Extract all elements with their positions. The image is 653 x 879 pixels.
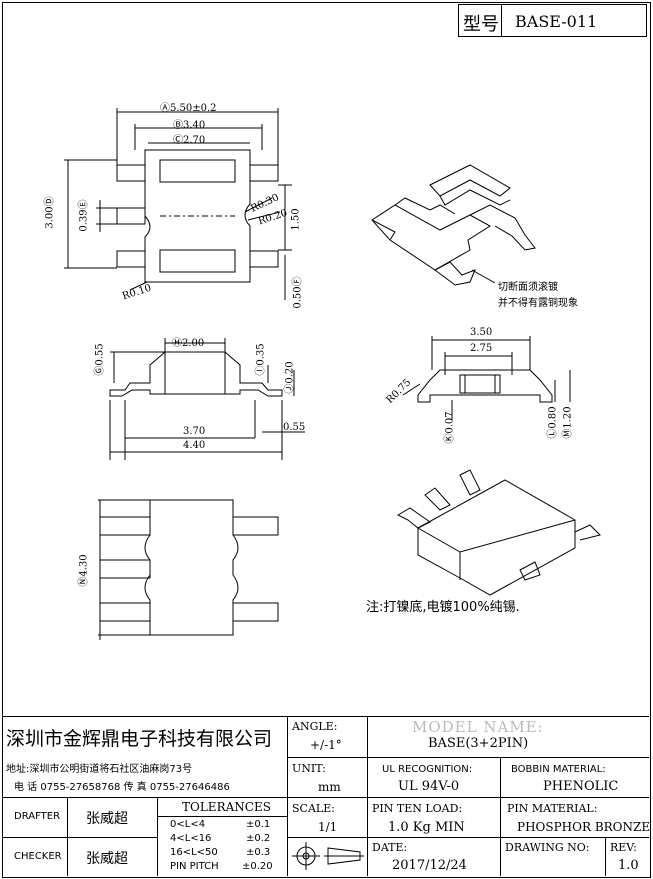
tol-value-2: ±0.3 <box>246 847 271 858</box>
ul-cell: UL RECOGNITION: UL 94V-0 <box>368 758 501 798</box>
ul-label: UL RECOGNITION: <box>382 764 473 775</box>
iso-note-line2: 并不得有露铜现象 <box>498 298 578 309</box>
bobbin-label: BOBBIN MATERIAL: <box>511 764 606 775</box>
dim-l: Ⓛ0.80 <box>547 406 559 439</box>
checker-label: CHECKER <box>14 851 62 862</box>
checker-name: 张威超 <box>86 851 128 867</box>
pin-material-value: PHOSPHOR BRONZE <box>517 820 651 834</box>
rev-value: 1.0 <box>618 858 639 873</box>
pin-load-cell: PIN TEN LOAD: 1.0 Kg MIN <box>368 798 501 838</box>
model-name-label: MODEL NAME: <box>412 718 544 736</box>
dim-150: 1.50 <box>290 208 302 231</box>
angle-label: ANGLE: <box>292 720 338 733</box>
company-cell: 深圳市金辉鼎电子科技有限公司 地址:深圳市公明街道将石社区油麻岗73号 电 话 … <box>2 716 288 798</box>
pin-top-right-1 <box>249 164 279 182</box>
scale-value: 1/1 <box>318 820 338 834</box>
pin-load-value: 1.0 Kg MIN <box>388 820 465 835</box>
model-number: BASE-011 <box>515 12 598 31</box>
front-view <box>402 336 571 420</box>
dim-h: Ⓗ2.00 <box>172 338 205 349</box>
model-name-value: BASE(3+2PIN) <box>428 736 529 751</box>
unit-label: UNIT: <box>292 762 326 775</box>
tolerances-label: TOLERANCES <box>182 800 271 814</box>
dim-i: Ⓘ0.35 <box>255 343 267 376</box>
dim-055: 0.55 <box>283 422 306 433</box>
rev-cell: REV: 1.0 <box>606 838 649 876</box>
type-label: 型号 <box>463 14 499 35</box>
drawing-no-label: DRAWING NO: <box>505 841 590 854</box>
dim-j: Ⓙ0.20 <box>284 361 296 394</box>
drafter-label: DRAFTER <box>14 811 61 822</box>
model-header-box: 型号 BASE-011 <box>458 4 647 37</box>
projection-cell <box>288 838 368 876</box>
iso-view-lower <box>396 469 601 596</box>
bottom-view <box>98 499 279 640</box>
tolerances-cell: TOLERANCES 0<L<4 ±0.1 4<L<16 ±0.2 16<L<5… <box>158 798 288 876</box>
date-label: DATE: <box>372 841 408 854</box>
dim-370: 3.70 <box>183 426 206 437</box>
dim-k: Ⓚ0.07 <box>444 411 456 444</box>
tol-range-2: 16<L<50 <box>170 847 218 858</box>
pin-top-left-3 <box>116 250 146 268</box>
body-outline-top <box>144 149 251 283</box>
pin-top-left-1 <box>116 164 146 182</box>
company-phone: 电 话 0755-27658768 传 真 0755-27646486 <box>14 782 230 793</box>
scale-cell: SCALE: 1/1 <box>288 798 368 838</box>
top-slot-lower <box>159 249 236 273</box>
dim-m: Ⓜ1.20 <box>562 406 574 439</box>
dim-e: 0.39Ⓔ <box>78 199 90 232</box>
dim-n: Ⓝ4.30 <box>78 554 90 587</box>
pin-material-cell: PIN MATERIAL: PHOSPHOR BRONZE <box>501 798 651 838</box>
company-name: 深圳市金辉鼎电子科技有限公司 <box>6 728 273 750</box>
tol-range-3: PIN PITCH <box>170 861 219 872</box>
plating-note: 注:打镍底,电镀100%纯锡. <box>366 600 520 615</box>
unit-value: mm <box>318 780 341 794</box>
drafter-name-cell: 张威超 <box>68 798 158 838</box>
date-cell: DATE: 2017/12/24 <box>368 838 501 876</box>
checker-name-cell: 张威超 <box>68 838 158 876</box>
model-name-cell: MODEL NAME: BASE(3+2PIN) <box>368 716 649 758</box>
dim-d: 3.00Ⓓ <box>44 196 56 229</box>
dim-a: Ⓐ5.50±0.2 <box>160 103 217 114</box>
angle-value: +/-1° <box>310 738 342 752</box>
ul-value: UL 94V-0 <box>398 779 460 794</box>
pin-material-label: PIN MATERIAL: <box>507 802 598 815</box>
date-value: 2017/12/24 <box>392 858 467 873</box>
scale-label: SCALE: <box>292 802 335 815</box>
drawing-no-cell: DRAWING NO: <box>501 838 606 876</box>
side-view <box>109 338 305 460</box>
checker-label-cell: CHECKER <box>2 838 68 876</box>
tol-range-1: 4<L<16 <box>170 833 212 844</box>
top-slot-upper <box>159 159 236 183</box>
dim-440: 4.40 <box>183 440 206 451</box>
tol-range-0: 0<L<4 <box>170 819 206 830</box>
iso-view-upper <box>371 164 536 286</box>
title-block <box>2 716 649 876</box>
top-view <box>64 108 292 300</box>
dim-f: 0.50Ⓕ <box>292 276 304 309</box>
pin-top-left-2 <box>116 207 146 225</box>
pin-load-label: PIN TEN LOAD: <box>372 802 463 815</box>
dim-275: 2.75 <box>470 343 493 354</box>
drafter-label-cell: DRAFTER <box>2 798 68 838</box>
company-address: 地址:深圳市公明街道将石社区油麻岗73号 <box>6 764 193 775</box>
drafter-name: 张威超 <box>86 811 128 827</box>
angle-cell: ANGLE: +/-1° <box>288 716 368 758</box>
projection-symbol-icon <box>292 842 364 870</box>
dim-350: 3.50 <box>470 327 493 338</box>
tol-value-1: ±0.2 <box>246 833 271 844</box>
bobbin-cell: BOBBIN MATERIAL: PHENOLIC <box>501 758 649 798</box>
pin-top-right-2 <box>249 250 279 268</box>
dim-c: Ⓒ2.70 <box>173 135 206 146</box>
tol-value-0: ±0.1 <box>246 819 271 830</box>
tol-value-3: ±0.20 <box>242 861 273 872</box>
iso-note-line1: 切断面须滚镀 <box>498 282 558 293</box>
bobbin-value: PHENOLIC <box>543 779 619 794</box>
dim-b: Ⓑ3.40 <box>173 120 206 131</box>
dim-g: Ⓖ0.55 <box>94 343 106 376</box>
unit-cell: UNIT: mm <box>288 758 368 798</box>
rev-label: REV: <box>610 841 637 854</box>
technical-drawing <box>64 108 601 640</box>
